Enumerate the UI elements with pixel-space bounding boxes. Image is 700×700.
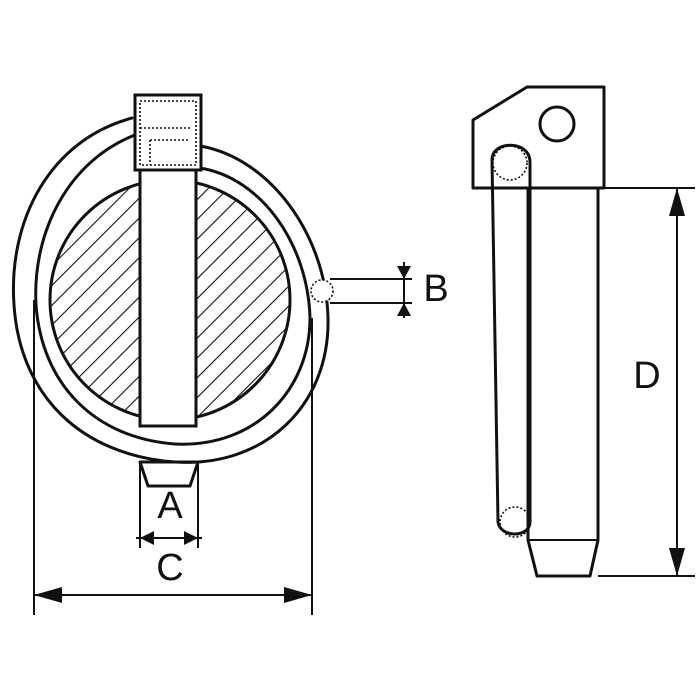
label-c: C	[156, 547, 183, 589]
pin-head	[133, 93, 203, 172]
ring-inner	[34, 133, 312, 446]
label-d: D	[633, 355, 660, 397]
dimension-d: D	[598, 187, 695, 577]
pin-head-knurl	[139, 100, 197, 166]
dimension-c: C	[33, 300, 313, 615]
head-hole	[538, 105, 576, 143]
side-wire-bottom	[499, 506, 531, 538]
front-view: B A C	[11, 93, 449, 615]
side-wire-top	[492, 145, 528, 181]
side-view: D	[471, 85, 695, 578]
label-b: B	[423, 268, 448, 310]
pin-tip	[138, 460, 200, 488]
dimension-b: B	[330, 262, 449, 318]
pin-body	[138, 166, 198, 428]
head-plate	[471, 85, 606, 190]
side-ring-wire	[490, 143, 532, 536]
side-pin-shaft	[526, 186, 600, 578]
dimension-a: A	[136, 462, 202, 548]
ring-wire-end	[310, 279, 334, 303]
label-a: A	[157, 485, 183, 527]
